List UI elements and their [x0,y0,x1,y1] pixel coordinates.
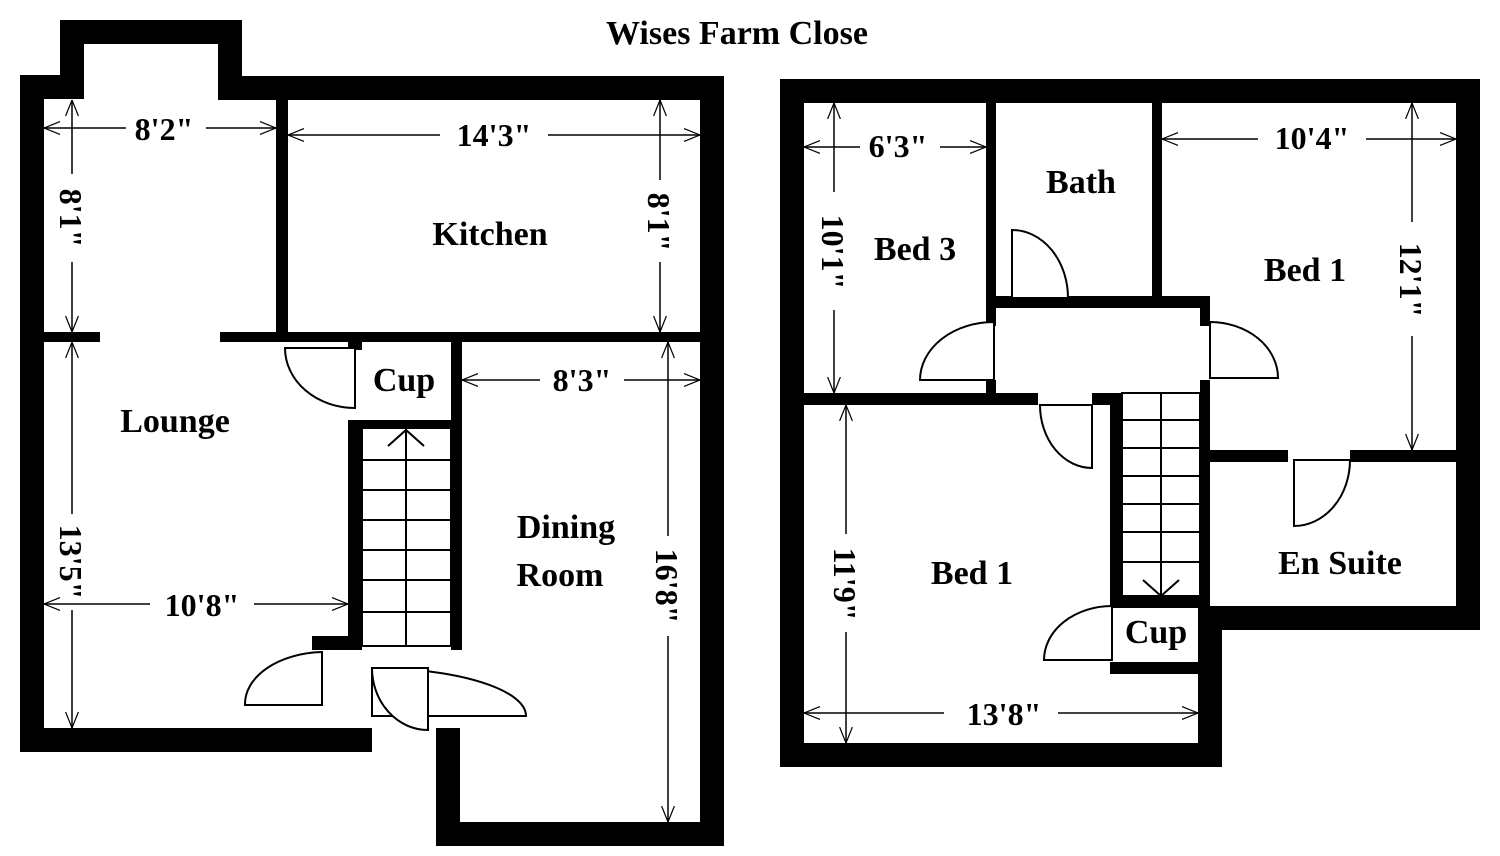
wall [348,420,362,650]
wall [1456,79,1480,630]
wall [436,728,460,846]
wall [780,79,804,767]
wall [780,79,1480,103]
dim-bed1-right-depth: 12'1" [1393,243,1429,318]
bed3-door [918,320,995,381]
wall [1110,393,1122,607]
entrance-door-left [243,650,323,706]
dim-bed3-width: 6'3" [869,128,928,164]
wall [20,75,44,752]
staircase [361,427,452,647]
room-label-bed3: Bed 3 [874,231,956,268]
en-suite-door [1293,459,1352,528]
room-label-cup: Cup [1125,614,1187,651]
room-label-bath: Bath [1046,164,1116,201]
wall [1152,103,1162,298]
wall [1198,606,1480,630]
dim-dining-depth: 16'8" [649,549,685,624]
wall [1198,606,1222,767]
dim-bed1-main-depth: 11'9" [827,548,863,621]
ground-floor: 8'2" 14'3" 8'1" 8'1" 8'3" 13'5" 10'8" 16… [20,20,724,846]
room-label-bed1-main: Bed 1 [931,555,1013,592]
wall [451,340,462,650]
room-label-kitchen: Kitchen [432,216,547,253]
dim-bed1-right-width: 10'4" [1275,120,1350,156]
cupboard-door [1042,604,1113,661]
dim-lounge-width: 10'8" [165,587,240,623]
wall [1200,380,1210,610]
wall [986,380,996,400]
room-label-lounge: Lounge [120,403,230,440]
wall [1110,662,1200,674]
wall [218,76,724,100]
first-floor: 6'3" 10'4" 10'1" 12'1" 11'9" 13'8" Bath … [780,79,1480,767]
wall [312,636,362,650]
wall [42,332,100,342]
wall [986,296,996,326]
wall [1200,296,1210,326]
wall [220,332,702,342]
wall [1110,596,1200,608]
cupboard-door [283,347,356,410]
wall [358,420,458,428]
front-door [370,667,429,732]
dim-dining-width: 8'3" [553,362,612,398]
wall [804,393,1038,405]
plan-title: Wises Farm Close [606,15,868,52]
room-label-dining: Dining [517,509,615,546]
dim-hall-width: 8'2" [135,111,194,147]
wall [700,76,724,846]
wall [348,342,362,350]
wall [60,20,242,44]
room-label-cup: Cup [373,362,435,399]
stair-arrow [387,428,425,447]
stair-arrow [1142,579,1180,598]
dim-bed1-main-width: 13'8" [967,696,1042,732]
dim-hall-depth: 8'1" [53,189,89,248]
dim-bed3-depth: 10'1" [815,215,851,290]
bed1-main-door [1038,404,1093,470]
wall [436,822,724,846]
staircase [1121,392,1201,598]
dim-lounge-depth: 13'5" [53,525,89,600]
wall [1208,450,1288,462]
wall [1350,450,1460,462]
wall [986,103,996,303]
wall [20,728,372,752]
room-label-room: Room [517,557,604,594]
wall [276,98,288,338]
bed1-door [1209,320,1280,379]
room-label-bed1-right: Bed 1 [1264,252,1346,289]
room-label-en-suite: En Suite [1278,545,1402,582]
wall [780,743,1222,767]
dim-kitchen-width: 14'3" [457,117,532,153]
dim-kitchen-depth: 8'1" [641,193,677,252]
bath-door [1011,228,1070,299]
